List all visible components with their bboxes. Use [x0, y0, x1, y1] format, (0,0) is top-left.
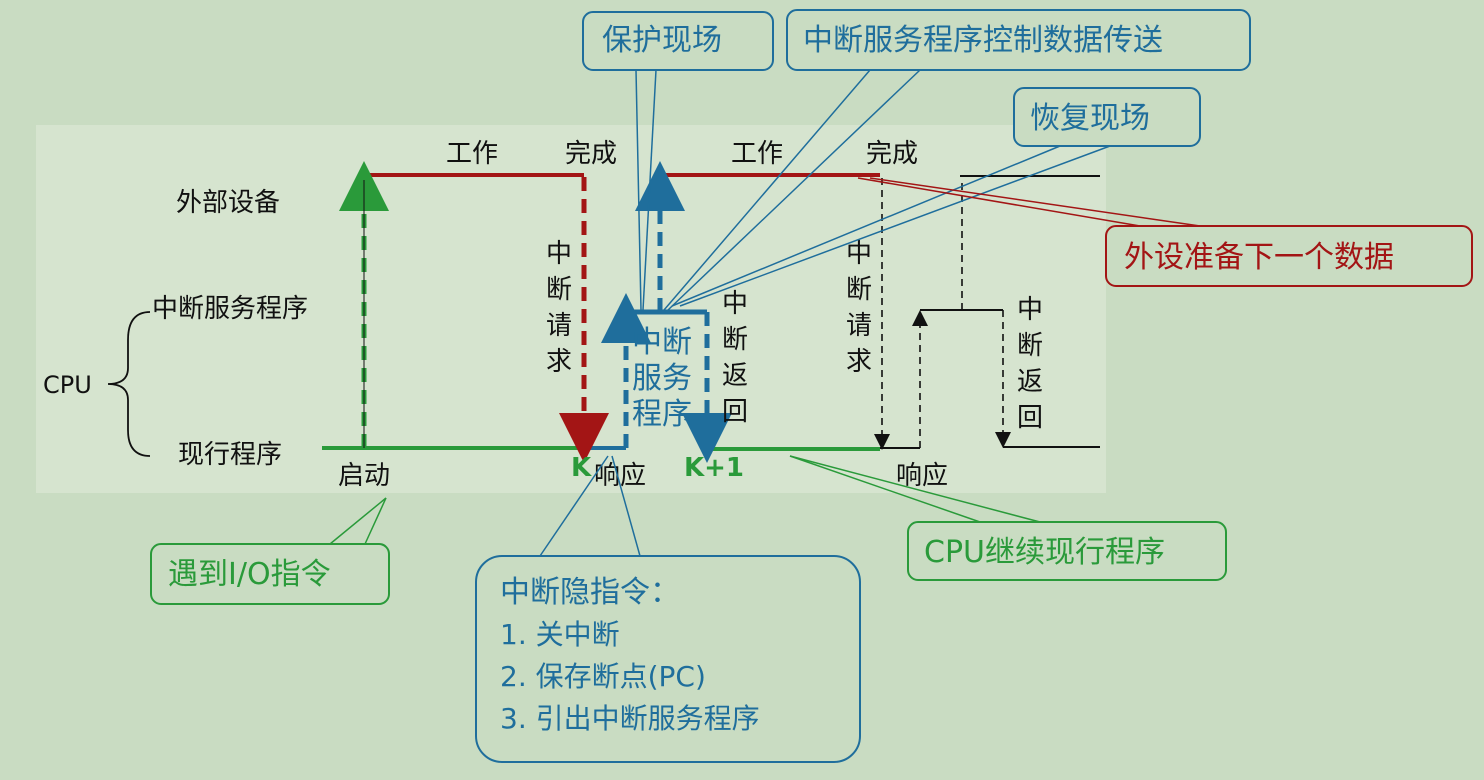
isr-label: 中断服务程序: [152, 294, 308, 324]
device-prepare-text: 外设准备下一个数据: [1124, 240, 1394, 275]
done-label-2: 完成: [866, 139, 918, 169]
interrupt-request-label-1: 中 断 请 求: [546, 239, 580, 377]
restore-context-text: 恢复现场: [1030, 101, 1150, 136]
isr-data-transfer-callout: 中断服务程序控制数据传送: [663, 9, 1251, 311]
interrupt-return-label-1: 中 断 返 回: [722, 289, 756, 427]
hidden-instruction-item-2: 2. 保存断点(PC): [500, 660, 706, 693]
cpu-continue-callout: CPU继续现行程序: [789, 455, 1227, 581]
cpu-label: CPU: [43, 371, 92, 399]
hidden-instruction-title: 中断隐指令：: [500, 575, 680, 610]
restore-context-callout: 恢复现场: [671, 87, 1201, 307]
interrupt-return-label-2: 中 断 返 回: [1017, 295, 1051, 433]
cpu-continue-text: CPU继续现行程序: [924, 535, 1165, 570]
cpu-brace: [107, 311, 151, 457]
protect-context-text: 保护现场: [602, 23, 722, 58]
k-label: K: [571, 453, 592, 483]
work-label-2: 工作: [731, 139, 783, 169]
interrupt-request-label-2: 中 断 请 求: [846, 239, 880, 377]
io-instruction-text: 遇到I/O指令: [168, 557, 331, 592]
isr-data-transfer-text: 中断服务程序控制数据传送: [803, 23, 1163, 58]
isr-block-label: 中断 服务 程序: [632, 325, 702, 432]
k-plus-1-label: K+1: [684, 453, 744, 483]
done-label-1: 完成: [565, 139, 617, 169]
current-program-label: 现行程序: [178, 440, 282, 470]
device-label: 外部设备: [176, 188, 280, 218]
hidden-instruction-item-3: 3. 引出中断服务程序: [500, 702, 760, 735]
io-instruction-callout: 遇到I/O指令: [150, 497, 390, 605]
protect-context-callout: 保护现场: [582, 11, 774, 311]
hidden-instruction-item-1: 1. 关中断: [500, 618, 620, 651]
hidden-instruction-callout: 中断隐指令： 1. 关中断 2. 保存断点(PC) 3. 引出中断服务程序: [475, 455, 861, 763]
start-label: 启动: [338, 461, 390, 491]
device-prepare-callout: 外设准备下一个数据: [857, 177, 1473, 287]
work-label-1: 工作: [446, 139, 498, 169]
